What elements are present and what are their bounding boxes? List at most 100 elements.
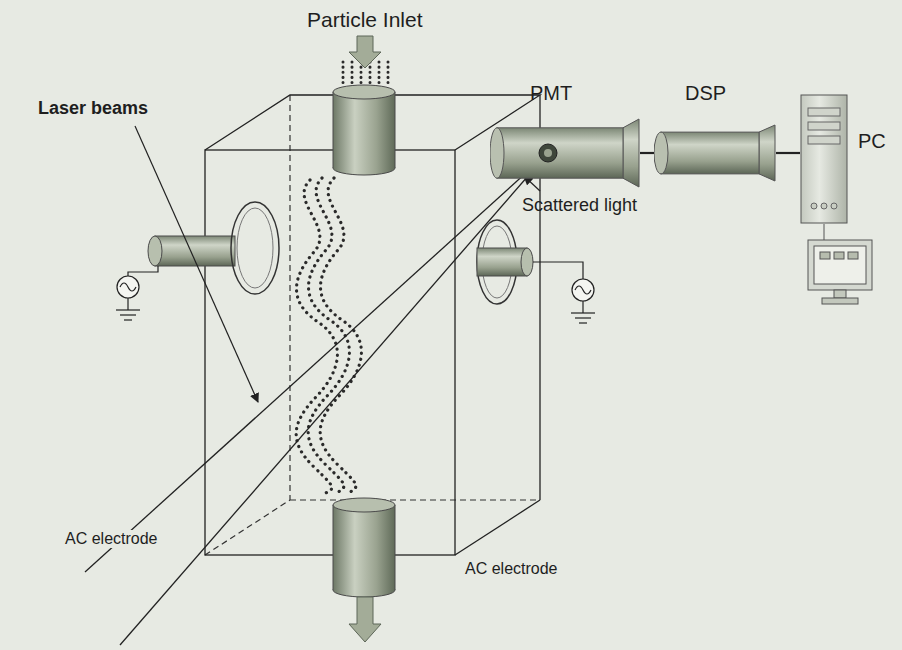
cube-visible-edges-part: [455, 500, 540, 555]
top-nozzle-part: [333, 92, 395, 168]
top-nozzle-part: [333, 92, 334, 168]
pmt-box: PMT: [488, 80, 648, 190]
pc-box-shape-part: [808, 136, 840, 144]
pmt-box-shape-part: [497, 128, 623, 178]
cube-hidden-edges-part: [205, 500, 290, 555]
pmt-box-shape-part: [490, 128, 504, 178]
laser-label-holder: Laser beams: [38, 98, 148, 119]
inlet-particles-part: [342, 62, 345, 86]
left-electrode-part: [237, 208, 273, 288]
pc-box: PC: [798, 92, 898, 228]
node-label: DSP: [685, 82, 726, 105]
right-ac-source-part: [575, 317, 591, 318]
monitor-icon: [808, 224, 872, 304]
dsp-box: DSP: [652, 80, 780, 186]
pc-box-shape-part: [821, 203, 827, 209]
dsp-box-shape-part: [661, 132, 759, 174]
monitor-icon-part: [808, 240, 872, 290]
left-ac-source: [116, 266, 158, 320]
scattered-light-label-holder: Scattered light: [522, 195, 637, 216]
cube-visible-edges-part: [205, 150, 455, 555]
right-ac-source-part: [575, 286, 591, 294]
top-nozzle-part: [395, 92, 396, 168]
pc-box-shape: [800, 94, 848, 224]
inlet-particles-part: [351, 62, 354, 86]
laser-label: Laser beams: [38, 98, 148, 119]
node-label: PMT: [530, 82, 572, 105]
left-ac-source-part: [128, 266, 158, 276]
bottom-nozzle: [333, 498, 395, 597]
pc-box-shape-part: [801, 95, 847, 223]
right-ac-source: [533, 262, 595, 323]
inlet-label: Particle Inlet: [307, 8, 423, 32]
electrode-label: AC electrode: [62, 530, 161, 548]
pc-box-shape-part: [831, 203, 837, 209]
left-ac-source-part: [117, 276, 139, 298]
left-electrode-part: [148, 236, 162, 266]
right-ac-source-part: [582, 301, 583, 313]
pmt-box-shape-part: [623, 119, 639, 187]
left-ac-source-part: [120, 283, 136, 291]
monitor-icon-part: [822, 298, 858, 304]
cube-hidden-edges-part: [289, 95, 290, 500]
right-electrode: [477, 220, 533, 304]
electrode-label: AC electrode: [465, 560, 558, 578]
bottom-nozzle-part: [395, 505, 396, 590]
left-ac-source-part: [120, 314, 136, 315]
bottom-nozzle-part: [333, 505, 395, 590]
leader-lines-part: [135, 126, 258, 402]
pc-box-shape-part: [808, 108, 840, 116]
monitor-icon-part: [848, 252, 858, 259]
right-ac-source-part: [572, 279, 594, 301]
pmt-box-shape-part: [544, 149, 552, 157]
scattered-light-label: Scattered light: [522, 195, 637, 216]
inlet-label-holder: Particle Inlet: [307, 8, 423, 32]
monitor-icon-part: [834, 290, 846, 298]
right-electrode-part: [477, 248, 527, 276]
signal-cable: [640, 152, 654, 154]
flow-arrows: [349, 36, 381, 642]
node-label: PC: [858, 130, 886, 153]
pmt-box-shape-part: [539, 144, 557, 162]
left-ac-source-part: [127, 298, 128, 310]
right-ac-source-part: [571, 312, 595, 313]
right-ac-source-part: [533, 262, 583, 279]
dsp-box-shape-part: [654, 132, 668, 174]
dsp-box-shape-part: [759, 125, 775, 181]
particle-streams-part: [308, 178, 349, 495]
electrode-label-holder: AC electrode: [465, 560, 558, 578]
dsp-box-shape: [654, 124, 776, 182]
flow-arrows-part: [349, 36, 381, 68]
left-electrode-part: [231, 202, 279, 294]
inlet-particles-part: [369, 62, 372, 86]
flow-arrows-part: [349, 597, 381, 642]
left-ac-source-part: [124, 319, 132, 320]
pc-box-shape-part: [808, 122, 840, 130]
pmt-box-shape: [490, 118, 640, 188]
signal-cable: [776, 152, 800, 154]
particle-streams: [296, 178, 361, 495]
cube-hidden-edges-part: [290, 499, 540, 500]
left-ac-source-part: [116, 309, 140, 310]
inlet-particles-part: [378, 62, 381, 86]
top-nozzle: [333, 85, 395, 175]
laser-beams-part: [85, 153, 548, 572]
bottom-nozzle-part: [333, 498, 395, 512]
right-electrode-part: [521, 248, 533, 276]
particle-streams-part: [320, 178, 361, 495]
bottom-nozzle-part: [333, 505, 334, 590]
particle-streams-part: [296, 180, 337, 495]
monitor-icon-part: [820, 252, 830, 259]
inlet-particles-part: [387, 62, 390, 86]
left-electrode: [148, 202, 279, 294]
electrode-label-holder: AC electrode: [62, 530, 161, 548]
right-ac-source-part: [579, 322, 587, 323]
leader-lines: [135, 126, 540, 402]
pc-box-shape-part: [811, 203, 817, 209]
monitor-icon-part: [824, 224, 825, 240]
monitor-icon-part: [814, 246, 866, 284]
top-nozzle-part: [333, 85, 395, 99]
